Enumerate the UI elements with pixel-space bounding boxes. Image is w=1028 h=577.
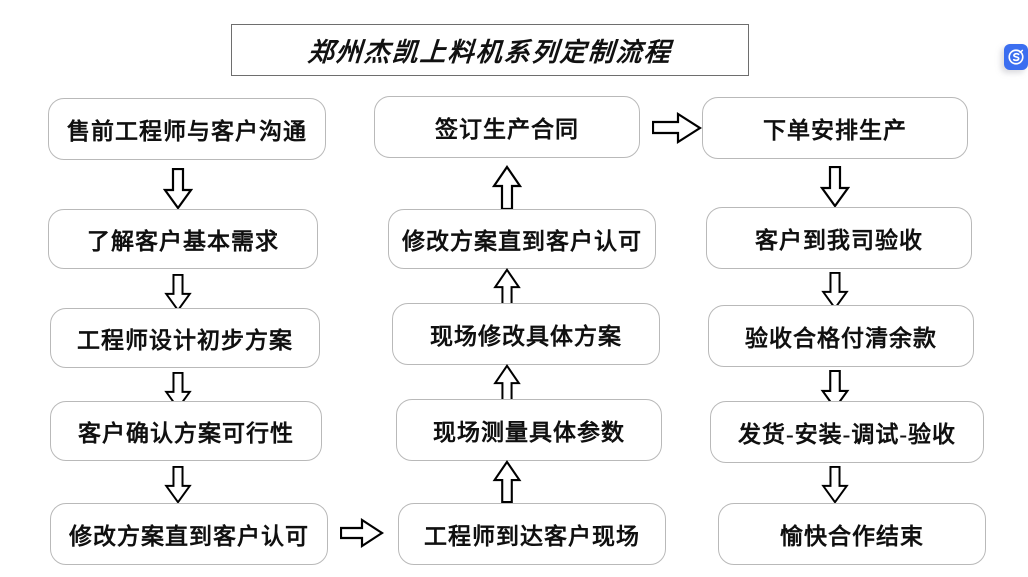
node-onsite-revise-detailed-plan[interactable]: 现场修改具体方案 — [392, 303, 660, 365]
node-label: 客户到我司验收 — [755, 228, 923, 253]
node-onsite-measure-parameters[interactable]: 现场测量具体参数 — [396, 399, 662, 461]
node-label: 工程师设计初步方案 — [77, 328, 293, 353]
node-understand-basic-needs[interactable]: 了解客户基本需求 — [48, 209, 318, 269]
node-label: 客户确认方案可行性 — [78, 421, 294, 446]
node-label: 愉快合作结束 — [780, 524, 924, 549]
node-label: 修改方案直到客户认可 — [69, 524, 309, 549]
node-engineer-arrives-onsite[interactable]: 工程师到达客户现场 — [398, 503, 666, 565]
node-label: 发货-安装-调试-验收 — [738, 422, 956, 447]
arrow-down-icon — [820, 370, 850, 410]
arrow-down-icon — [163, 274, 193, 312]
arrow-up-icon — [492, 165, 522, 211]
arrow-down-icon — [163, 372, 193, 410]
arrow-down-icon — [820, 466, 850, 504]
node-label: 现场测量具体参数 — [433, 420, 625, 445]
arrow-right-icon — [340, 518, 384, 548]
node-label: 下单安排生产 — [763, 118, 907, 143]
arrow-down-icon — [163, 466, 193, 504]
node-sign-production-contract[interactable]: 签订生产合同 — [374, 96, 640, 158]
node-label: 现场修改具体方案 — [430, 324, 622, 349]
node-label: 修改方案直到客户认可 — [402, 229, 642, 254]
blue-s-badge-icon — [1004, 44, 1028, 70]
node-delivery-install-debug-accept[interactable]: 发货-安装-调试-验收 — [710, 401, 984, 463]
arrow-down-icon — [820, 272, 850, 310]
node-revise-plan-until-approved-1[interactable]: 修改方案直到客户认可 — [50, 503, 328, 565]
chart-title: 郑州杰凯上料机系列定制流程 — [306, 37, 673, 67]
arrow-down-icon — [163, 168, 193, 210]
node-label: 工程师到达客户现场 — [424, 524, 640, 549]
node-label: 售前工程师与客户沟通 — [67, 119, 307, 144]
node-customer-confirm-feasibility[interactable]: 客户确认方案可行性 — [50, 401, 322, 461]
node-pre-sales-communication[interactable]: 售前工程师与客户沟通 — [48, 98, 326, 160]
node-label: 签订生产合同 — [435, 117, 579, 142]
node-label: 验收合格付清余款 — [745, 326, 937, 351]
chart-title-box: 郑州杰凯上料机系列定制流程 — [231, 24, 749, 76]
node-customer-inspection-at-factory[interactable]: 客户到我司验收 — [706, 207, 972, 269]
arrow-up-icon — [492, 460, 522, 504]
arrow-down-icon — [820, 166, 850, 208]
arrow-right-icon — [652, 112, 702, 144]
node-happy-cooperation-end[interactable]: 愉快合作结束 — [718, 503, 986, 565]
node-revise-plan-until-approved-2[interactable]: 修改方案直到客户认可 — [388, 209, 656, 269]
node-engineer-preliminary-plan[interactable]: 工程师设计初步方案 — [50, 308, 320, 368]
node-pay-balance-after-acceptance[interactable]: 验收合格付清余款 — [708, 305, 974, 367]
node-label: 了解客户基本需求 — [87, 229, 279, 254]
node-place-order-arrange-production[interactable]: 下单安排生产 — [702, 97, 968, 159]
